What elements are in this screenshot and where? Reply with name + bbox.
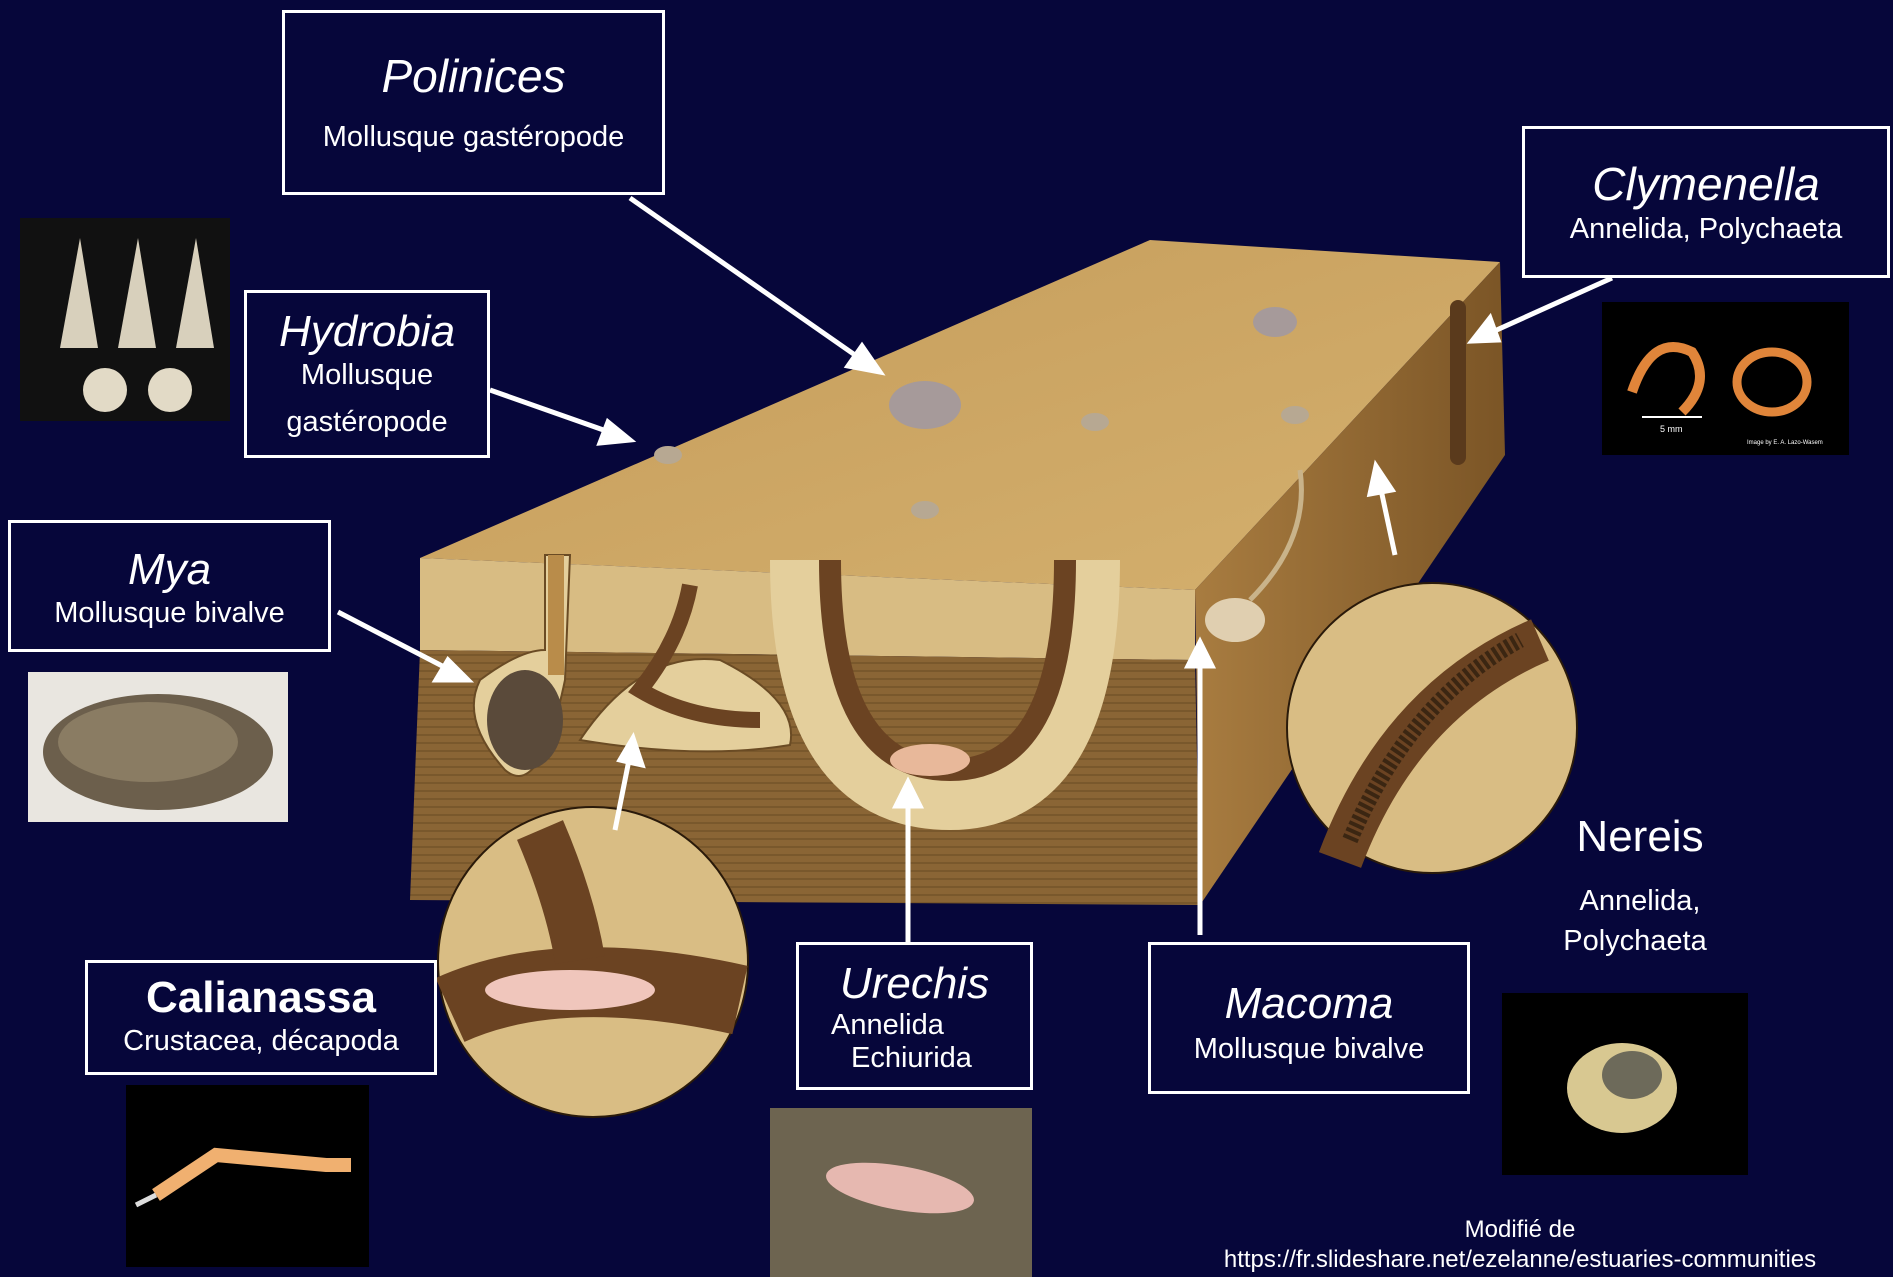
mya-siphon (548, 555, 564, 675)
macoma-shell (1205, 598, 1265, 642)
credit-line1: Modifié de (1400, 1216, 1640, 1244)
clymenella-group: Annelida, Polychaeta (1525, 213, 1887, 246)
calianassa-photo (126, 1085, 369, 1267)
calianassa-group: Crustacea, décapoda (88, 1025, 434, 1058)
surface-snail-2 (1253, 307, 1297, 337)
mya-group: Mollusque bivalve (11, 597, 328, 630)
clymenella-genus: Clymenella (1525, 157, 1887, 211)
hydrobia-shell-1 (654, 446, 682, 464)
urechis-group-line2: Echiurida (799, 1042, 1030, 1075)
clymenella-tube (1450, 300, 1466, 465)
hydrobia-photo (20, 218, 230, 421)
mya-label: Mya Mollusque bivalve (8, 520, 331, 652)
hydrobia-shell-4 (1281, 406, 1309, 424)
urechis-genus: Urechis (799, 959, 1030, 1009)
hydrobia-label: Hydrobia Mollusque gastéropode (244, 290, 490, 458)
mya-photo (28, 672, 288, 822)
hydrobia-shell-2 (911, 501, 939, 519)
macoma-label: Macoma Mollusque bivalve (1148, 942, 1470, 1094)
nereis-photo (1502, 993, 1748, 1175)
clymenella-label: Clymenella Annelida, Polychaeta (1522, 126, 1890, 278)
mya-genus: Mya (11, 545, 328, 595)
urechis-label: Urechis Annelida Echiurida (796, 942, 1033, 1090)
hydrobia-genus: Hydrobia (247, 307, 487, 357)
clymenella-scale-text: 5 mm (1660, 424, 1683, 434)
hydrobia-arrow (490, 390, 612, 433)
clymenella-photo: 5 mm Image by E. A. Lazo-Wasem (1602, 302, 1849, 455)
polinices-arrow (630, 198, 865, 362)
clymenella-credit-text: Image by E. A. Lazo-Wasem (1747, 440, 1823, 446)
polinices-genus: Polinices (285, 49, 662, 103)
hydrobia-group-line2: gastéropode (247, 406, 487, 439)
hydrobia-shell-3 (1081, 413, 1109, 431)
macoma-genus: Macoma (1151, 979, 1467, 1029)
macoma-group: Mollusque bivalve (1151, 1033, 1467, 1066)
credit-line2: https://fr.slideshare.net/ezelanne/estua… (1180, 1246, 1860, 1274)
polinices-label: Polinices Mollusque gastéropode (282, 10, 665, 195)
calianassa-genus: Calianassa (88, 973, 434, 1023)
polinices-group: Mollusque gastéropode (285, 121, 662, 154)
hydrobia-group-line1: Mollusque (247, 359, 487, 392)
urechis-group-line1: Annelida (799, 1009, 1030, 1042)
calianassa-zoom-shrimp (485, 970, 655, 1010)
calianassa-label: Calianassa Crustacea, décapoda (85, 960, 437, 1075)
polinices-snail (889, 381, 961, 429)
nereis-genus: Nereis (1560, 812, 1720, 862)
mya-shell (487, 670, 563, 770)
urechis-photo (770, 1108, 1032, 1277)
nereis-group-line1: Annelida, (1560, 885, 1720, 918)
nereis-group-line2: Polychaeta (1540, 925, 1730, 958)
clymenella-arrow (1490, 278, 1612, 333)
urechis-body (890, 744, 970, 776)
